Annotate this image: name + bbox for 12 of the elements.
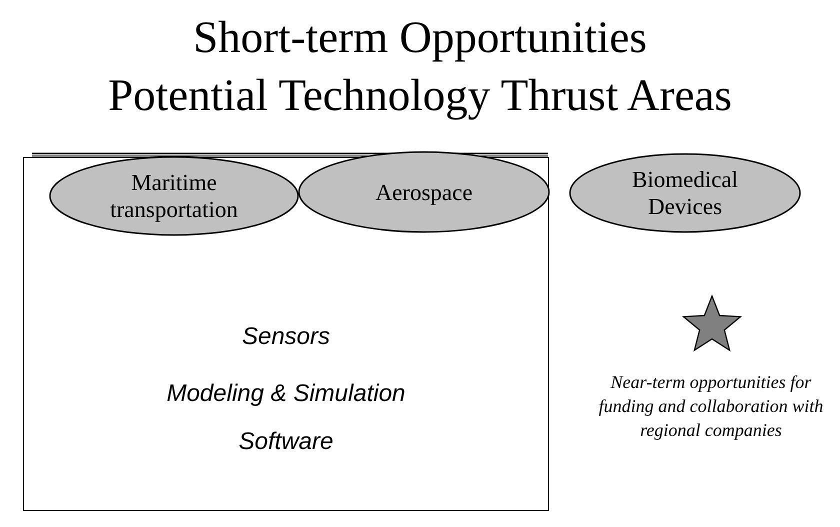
box-text: Sensors xyxy=(240,323,332,351)
subtitle: Potential Technology Thrust Areas xyxy=(107,70,733,120)
ellipse-node xyxy=(298,151,550,233)
ellipse-label: Biomedical Devices xyxy=(630,166,740,220)
box-text: Modeling & Simulation xyxy=(166,380,406,408)
note-text: Near-term opportunities for funding and collaboration with regional companies xyxy=(598,371,824,442)
ellipse-label: Aerospace xyxy=(375,178,473,206)
title: Short-term Opportunities xyxy=(192,12,648,62)
box-text: Software xyxy=(238,428,334,456)
ellipse-node xyxy=(49,156,299,236)
ellipse-node xyxy=(569,153,801,233)
ellipse-label: Maritime transportation xyxy=(109,169,239,223)
